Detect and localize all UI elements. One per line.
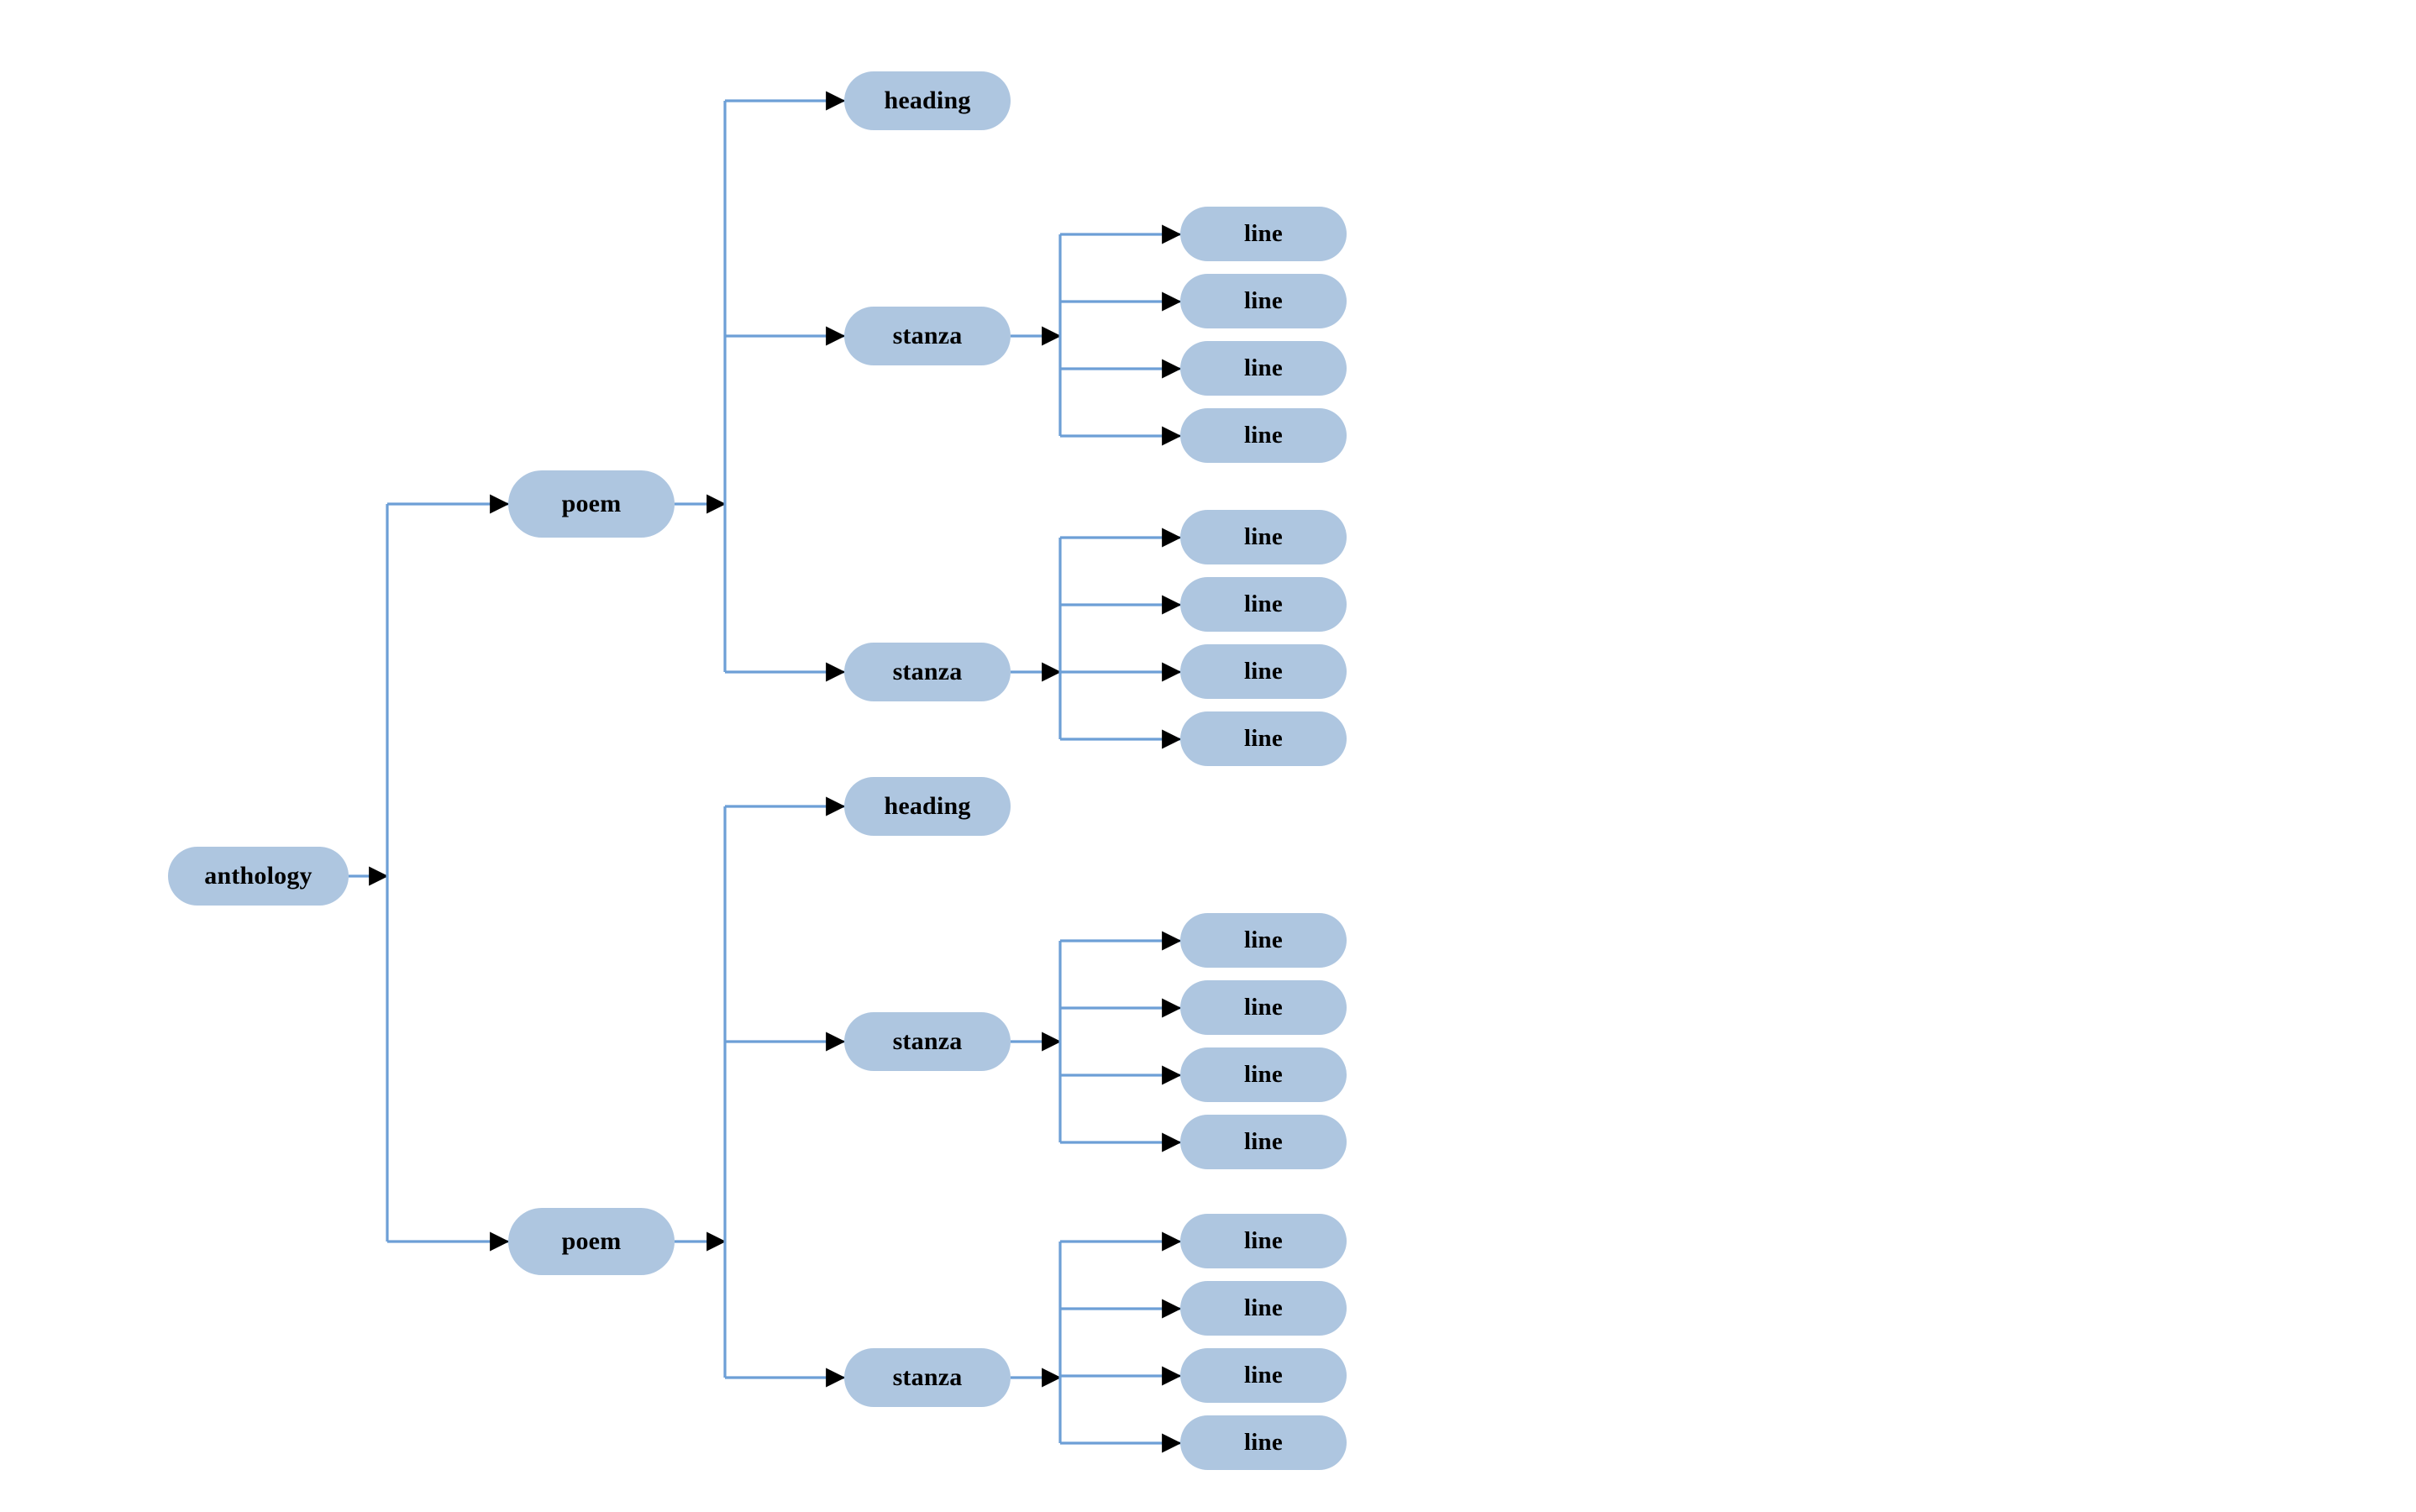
node-label: line [1244, 1227, 1283, 1254]
node-label: line [1244, 354, 1283, 381]
node-stanza-poem2-1[interactable]: stanza [844, 1012, 1011, 1071]
node-line-p2s2-1[interactable]: line [1180, 1214, 1347, 1268]
node-label: stanza [892, 1027, 963, 1055]
node-stanza-poem1-2[interactable]: stanza [844, 643, 1011, 701]
node-label: line [1244, 927, 1283, 953]
node-poem-1[interactable]: poem [508, 470, 675, 538]
node-poem-2[interactable]: poem [508, 1208, 675, 1275]
node-label: anthology [204, 862, 313, 890]
node-label: line [1244, 1061, 1283, 1088]
node-label: line [1244, 422, 1283, 449]
node-heading-poem1[interactable]: heading [844, 71, 1011, 130]
node-label: line [1244, 658, 1283, 685]
node-label: line [1244, 1128, 1283, 1155]
node-label: line [1244, 994, 1283, 1021]
node-label: heading [884, 792, 971, 820]
node-line-p2s1-2[interactable]: line [1180, 980, 1347, 1035]
node-label: line [1244, 1294, 1283, 1321]
node-line-p1s1-2[interactable]: line [1180, 274, 1347, 328]
node-line-p1s1-1[interactable]: line [1180, 207, 1347, 261]
node-line-p2s2-3[interactable]: line [1180, 1348, 1347, 1403]
node-label: heading [884, 87, 971, 114]
node-line-p1s2-3[interactable]: line [1180, 644, 1347, 699]
node-anthology[interactable]: anthology [168, 847, 349, 906]
node-label: line [1244, 287, 1283, 314]
node-line-p1s1-4[interactable]: line [1180, 408, 1347, 463]
node-stanza-poem2-2[interactable]: stanza [844, 1348, 1011, 1407]
node-line-p1s2-2[interactable]: line [1180, 577, 1347, 632]
node-label: line [1244, 591, 1283, 617]
node-label: line [1244, 725, 1283, 752]
node-label: poem [561, 1227, 622, 1255]
node-line-p2s1-3[interactable]: line [1180, 1047, 1347, 1102]
node-label: poem [561, 490, 622, 517]
node-line-p2s1-4[interactable]: line [1180, 1115, 1347, 1169]
node-line-p1s2-4[interactable]: line [1180, 711, 1347, 766]
node-label: stanza [892, 322, 963, 349]
node-label: line [1244, 1362, 1283, 1389]
node-label: stanza [892, 1363, 963, 1391]
node-line-p2s2-4[interactable]: line [1180, 1415, 1347, 1470]
node-line-p2s1-1[interactable]: line [1180, 913, 1347, 968]
node-line-p2s2-2[interactable]: line [1180, 1281, 1347, 1336]
node-stanza-poem1-1[interactable]: stanza [844, 307, 1011, 365]
node-heading-poem2[interactable]: heading [844, 777, 1011, 836]
node-line-p1s2-1[interactable]: line [1180, 510, 1347, 564]
node-label: line [1244, 523, 1283, 550]
node-label: line [1244, 220, 1283, 247]
node-label: line [1244, 1429, 1283, 1456]
node-label: stanza [892, 658, 963, 685]
node-line-p1s1-3[interactable]: line [1180, 341, 1347, 396]
